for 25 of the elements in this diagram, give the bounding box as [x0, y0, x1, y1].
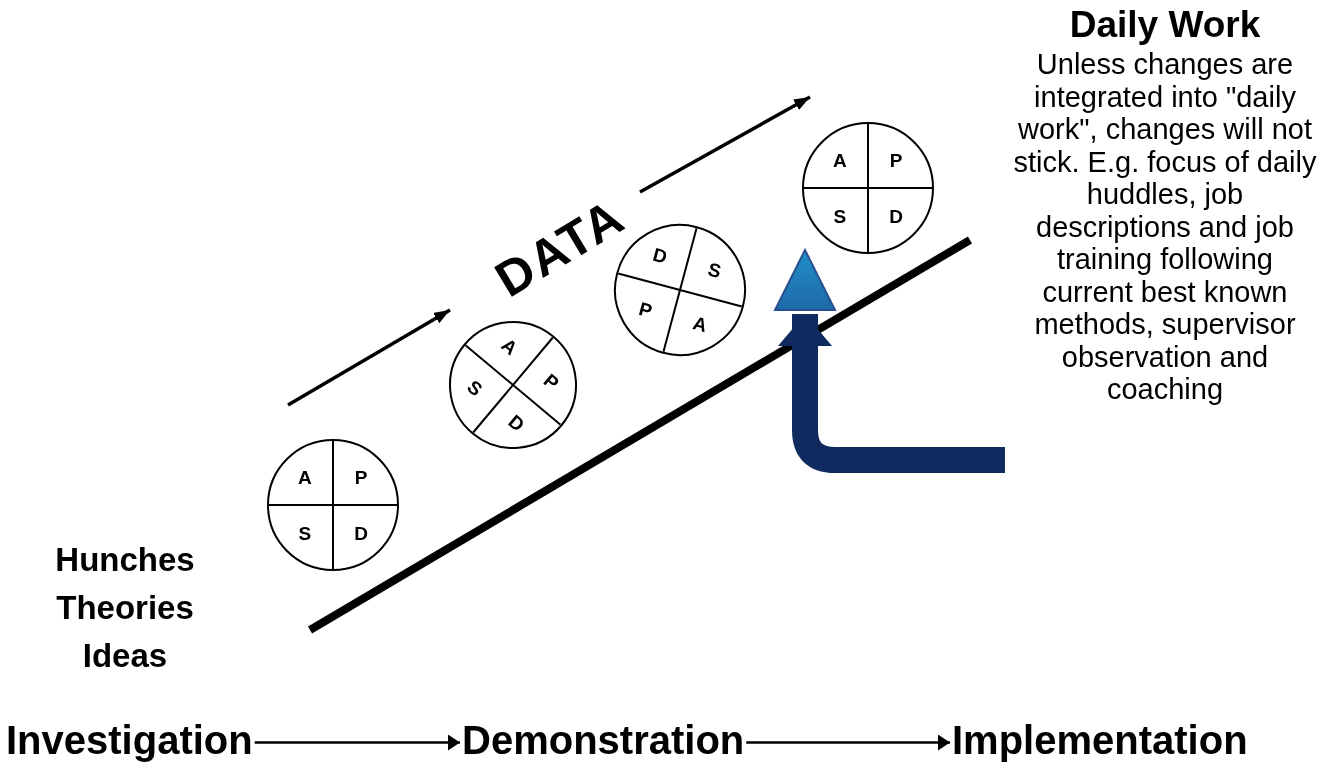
cycle-letter: S	[833, 206, 847, 226]
cycle-letter: A	[690, 313, 709, 336]
stage-label: Implementation	[952, 718, 1248, 762]
cycle-letter: A	[832, 150, 847, 170]
cycle-letter: S	[298, 523, 312, 543]
cycle-letter: P	[889, 150, 903, 170]
stage-label: Demonstration	[462, 718, 745, 762]
cycle-letter: D	[651, 244, 670, 267]
cycle-letter: P	[636, 299, 655, 321]
arrow	[746, 734, 950, 751]
stage-label: Investigation	[6, 718, 253, 762]
cycle-letter: A	[498, 334, 521, 359]
note-text: Hunches Theories Ideas	[54, 540, 196, 676]
cycle-letter: P	[540, 370, 563, 393]
heading-text: Daily Work	[1068, 3, 1262, 47]
cycle-letter: D	[889, 206, 903, 226]
cycle-letter: D	[354, 523, 368, 543]
cycle-letter: D	[505, 411, 528, 436]
body-text: Unless changes are integrated into "daily work", changes will not stick. E.g. focus of daily huddles, job descriptions and job training following current best known methods, supervisor observation and coaching	[1012, 48, 1318, 406]
cycle-letter: S	[463, 377, 486, 400]
cycle-letter: S	[705, 259, 724, 281]
arrow	[254, 734, 460, 751]
cycle-letter: P	[354, 467, 368, 487]
arrow	[778, 314, 1005, 473]
cycle-letter: A	[297, 467, 312, 487]
